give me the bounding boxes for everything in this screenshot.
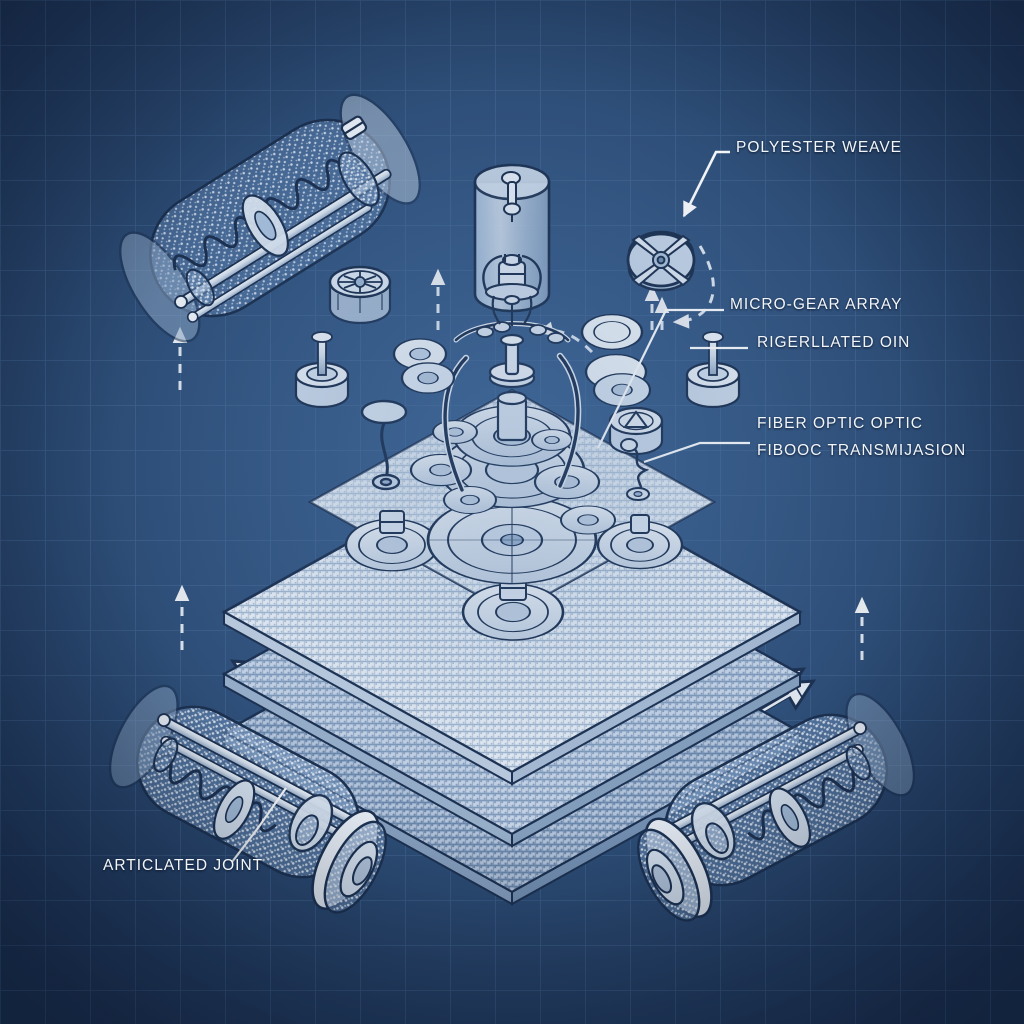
label-polyester-weave: POLYESTER WEAVE (736, 139, 903, 156)
label-fiber-optic: FIBER OPTIC OPTIC FIBOOC TRANSMIJASION (757, 410, 966, 464)
label-fiber-optic-line2: FIBOOC TRANSMIJASION (757, 442, 967, 459)
impeller-fan (626, 230, 696, 292)
label-micro-gear-array: MICRO-GEAR ARRAY (730, 296, 903, 313)
spoked-turbine-wheel (328, 265, 392, 325)
label-fiber-optic-line1: FIBER OPTIC OPTIC (757, 415, 923, 432)
glass-cylinder-module (473, 163, 551, 326)
floating-gear-upper (580, 313, 644, 351)
label-articlated-joint: ARTICLATED JOINT (103, 857, 264, 874)
label-rigerllated-oin: RIGERLLATED OIN (757, 334, 911, 351)
